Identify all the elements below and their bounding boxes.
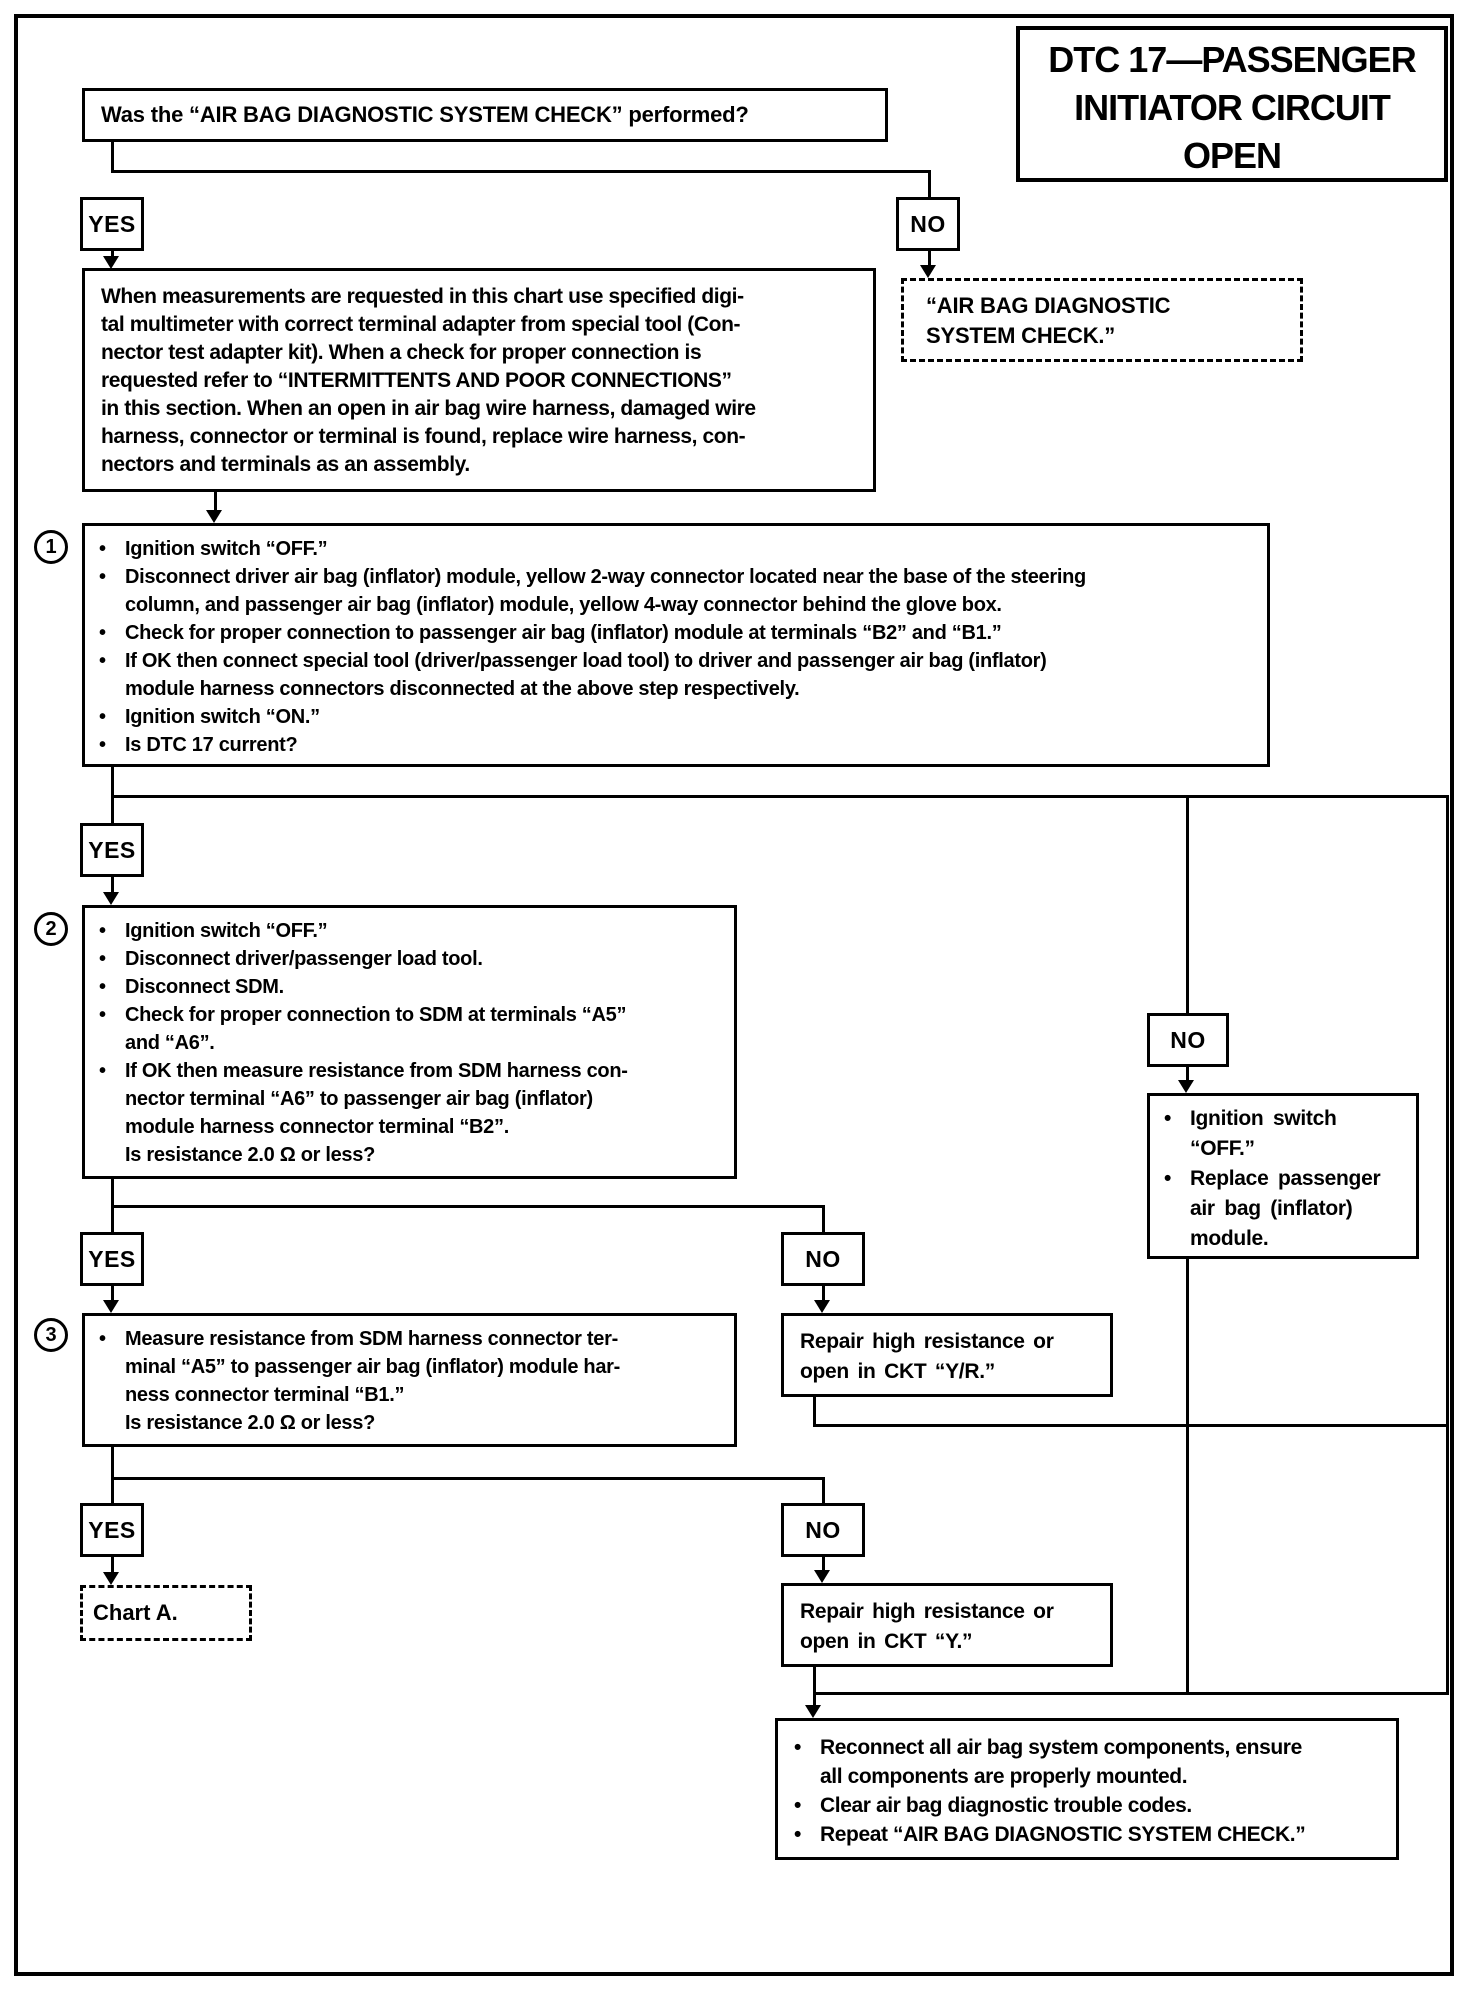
step-number-label: 3	[45, 1323, 57, 1346]
connector	[1186, 1067, 1189, 1083]
step-2-number: 2	[34, 912, 68, 946]
connector	[928, 251, 931, 267]
connector	[813, 1424, 1449, 1427]
yes-box-3: YES	[80, 1232, 144, 1286]
arrowhead	[920, 265, 936, 278]
no-box-4: NO	[781, 1503, 865, 1557]
yes-label: YES	[88, 1516, 136, 1543]
yes-label: YES	[88, 1245, 136, 1272]
replace-module-box: •Ignition switch“OFF.”•Replace passenger…	[1147, 1093, 1419, 1259]
chart-a-label: Chart A.	[93, 1600, 178, 1625]
connector	[111, 142, 114, 173]
no-label: NO	[910, 210, 946, 237]
connector	[111, 795, 1449, 798]
connector	[928, 170, 931, 197]
connector	[111, 1557, 114, 1575]
connector	[111, 1286, 114, 1302]
connector	[822, 1557, 825, 1573]
no-box-1: NO	[896, 197, 960, 251]
yes-box-4: YES	[80, 1503, 144, 1557]
step-number-label: 2	[45, 917, 57, 940]
step-number-label: 1	[45, 535, 57, 558]
no-box-2: NO	[1147, 1013, 1229, 1067]
arrowhead	[805, 1705, 821, 1718]
yes-label: YES	[88, 836, 136, 863]
connector	[214, 492, 217, 514]
connector	[111, 1477, 825, 1480]
arrowhead	[103, 1572, 119, 1585]
arrowhead	[206, 510, 222, 523]
yes-box-2: YES	[80, 823, 144, 877]
step-2-box: •Ignition switch “OFF.”•Disconnect drive…	[82, 905, 737, 1179]
connector	[822, 1477, 825, 1503]
no-label: NO	[805, 1516, 841, 1543]
question-text: Was the “AIR BAG DIAGNOSTIC SYSTEM CHECK…	[101, 102, 749, 127]
connector	[822, 1205, 825, 1232]
yes-box-1: YES	[80, 197, 144, 251]
arrowhead	[814, 1300, 830, 1313]
connector	[111, 877, 114, 895]
step-1-number: 1	[34, 530, 68, 564]
connector	[1186, 795, 1189, 1013]
yes-label: YES	[88, 210, 136, 237]
connector	[111, 170, 931, 173]
step-1-box: •Ignition switch “OFF.”•Disconnect drive…	[82, 523, 1270, 767]
arrowhead	[103, 892, 119, 905]
final-actions-box: •Reconnect all air bag system components…	[775, 1718, 1399, 1860]
arrowhead	[814, 1570, 830, 1583]
no-box-3: NO	[781, 1232, 865, 1286]
preamble-box: When measurements are requested in this …	[82, 268, 876, 492]
connector	[1186, 1259, 1189, 1695]
connector	[111, 1205, 825, 1208]
no-label: NO	[805, 1245, 841, 1272]
connector	[813, 1692, 1449, 1695]
connector	[1446, 795, 1449, 1695]
arrowhead	[103, 1300, 119, 1313]
page-border	[14, 14, 1454, 1976]
question-box: Was the “AIR BAG DIAGNOSTIC SYSTEM CHECK…	[82, 88, 888, 142]
connector	[111, 1447, 114, 1503]
connector	[813, 1397, 816, 1427]
connector	[822, 1286, 825, 1302]
chart-a-box: Chart A.	[80, 1585, 252, 1641]
arrowhead	[1178, 1080, 1194, 1093]
step-3-number: 3	[34, 1318, 68, 1352]
no-label: NO	[1170, 1026, 1206, 1053]
step-3-box: •Measure resistance from SDM harness con…	[82, 1313, 737, 1447]
connector	[813, 1667, 816, 1707]
arrowhead	[103, 256, 119, 269]
